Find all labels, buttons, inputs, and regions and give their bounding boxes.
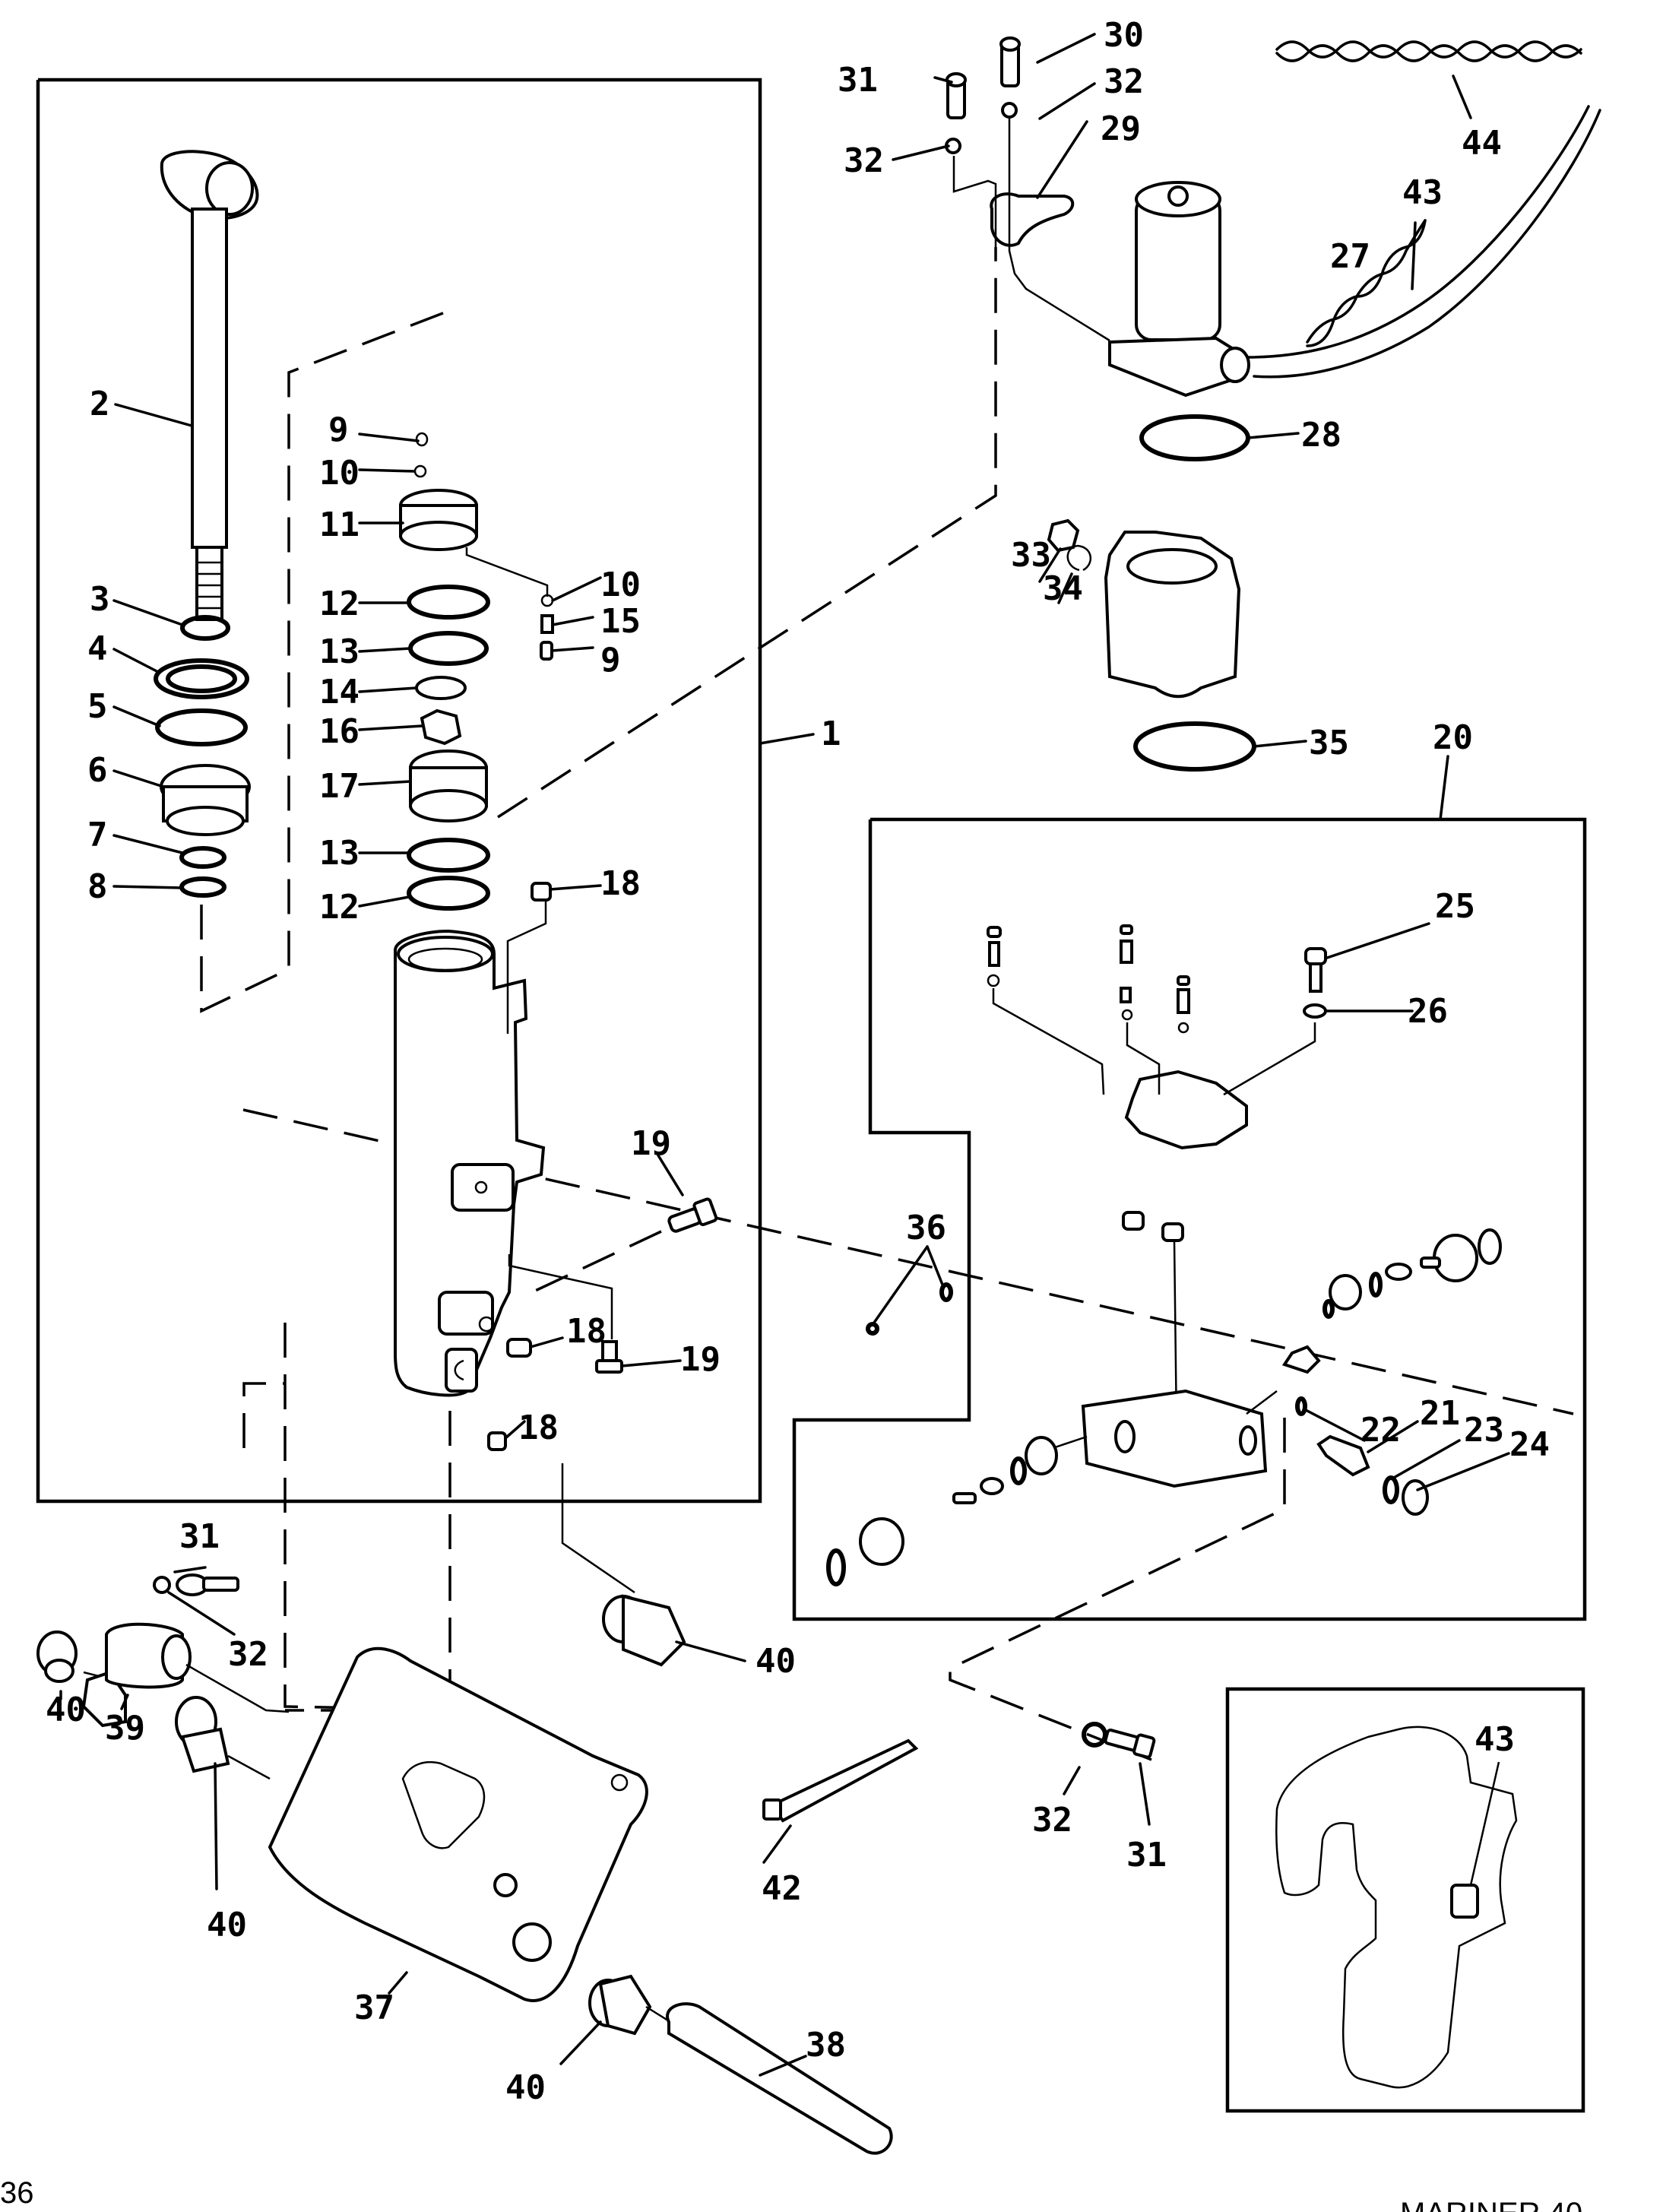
- callout-24: 24: [1509, 1425, 1550, 1464]
- callout-11: 11: [319, 505, 360, 544]
- callout-16: 16: [319, 712, 360, 751]
- callout-5: 5: [87, 687, 108, 726]
- valve-body-group-box: 20: [792, 718, 1587, 1621]
- callout-18-lower: 18: [518, 1409, 559, 1447]
- swivel-bracket-outline: [1275, 1726, 1518, 2089]
- motor-bracket-hardware: [892, 33, 1110, 342]
- callout-28: 28: [1301, 416, 1341, 455]
- callout-34: 34: [1043, 569, 1083, 608]
- callout-32-valve: 32: [1032, 1801, 1072, 1840]
- callout-40-right: 40: [755, 1642, 796, 1681]
- callout-32-top: 32: [1104, 62, 1144, 101]
- callout-7: 7: [87, 816, 108, 854]
- callout-39: 39: [105, 1709, 145, 1748]
- callout-3: 3: [90, 580, 110, 619]
- callout-44: 44: [1462, 124, 1502, 163]
- callout-30: 30: [1104, 16, 1144, 55]
- callout-14: 14: [319, 673, 360, 711]
- callout-43-wire: 43: [1402, 173, 1443, 212]
- screws-18-19: [487, 882, 953, 1451]
- callout-23: 23: [1464, 1411, 1504, 1450]
- callout-8: 8: [87, 867, 108, 906]
- callout-43-inset: 43: [1475, 1720, 1515, 1759]
- callout-27: 27: [1330, 237, 1370, 276]
- left-column-parts: [112, 599, 251, 898]
- swivel-bracket-part: [268, 1646, 648, 2002]
- callout-10: 10: [319, 454, 360, 493]
- trim-cylinder-group-box: 1: [36, 78, 841, 1504]
- model-caption: MARINER 40: [1400, 2197, 1582, 2212]
- callout-13-lower: 13: [319, 834, 360, 873]
- callout-20: 20: [1433, 718, 1473, 757]
- callout-25: 25: [1435, 887, 1475, 926]
- callout-19-lower: 19: [680, 1340, 721, 1379]
- pump-housing-part: [1038, 414, 1307, 772]
- callout-1: 1: [821, 715, 841, 753]
- pump-motor-part: [1108, 105, 1601, 398]
- callout-2: 2: [90, 385, 110, 423]
- callout-18: 18: [600, 864, 641, 903]
- wire-44: [1275, 40, 1582, 59]
- callout-29: 29: [1101, 109, 1141, 148]
- callout-26: 26: [1408, 992, 1448, 1031]
- callout-37: 37: [354, 1989, 394, 2027]
- callout-19: 19: [631, 1124, 671, 1163]
- callout-labels: 2 3 4 5 6 7 8 9 10 11 12 13 14 16 17 13 …: [46, 16, 1550, 2107]
- callout-33: 33: [1011, 536, 1051, 575]
- page-number: 36: [0, 2176, 34, 2210]
- callout-31-top: 31: [838, 61, 878, 100]
- callout-42: 42: [762, 1869, 802, 1908]
- callout-31-lower: 31: [179, 1517, 220, 1556]
- valve-spool-parts: [826, 1228, 1510, 1586]
- callout-10-right: 10: [600, 566, 641, 604]
- callout-4: 4: [87, 629, 108, 668]
- callout-18-mid: 18: [566, 1312, 607, 1351]
- trim-rod-part: [114, 150, 259, 621]
- trim-cylinder-part: [394, 929, 546, 1397]
- callout-9: 9: [328, 410, 349, 449]
- callout-36: 36: [906, 1209, 946, 1247]
- callout-35: 35: [1309, 724, 1349, 762]
- center-column-parts: [358, 432, 602, 911]
- decal-icon: [1450, 1884, 1479, 1919]
- callout-17: 17: [319, 767, 360, 806]
- callout-12: 12: [319, 585, 360, 623]
- twisted-wires: [1275, 40, 1582, 347]
- callout-13: 13: [319, 632, 360, 671]
- cable-tie-and-screw: [762, 1722, 1156, 1864]
- callout-31-valve: 31: [1126, 1836, 1167, 1874]
- callout-40-bottom: 40: [505, 2068, 546, 2107]
- callout-40-mid: 40: [207, 1906, 247, 1944]
- callout-40-left: 40: [46, 1691, 86, 1729]
- callout-32-left: 32: [844, 141, 884, 180]
- callout-6: 6: [87, 751, 108, 790]
- callout-38: 38: [806, 2026, 846, 2065]
- bushings-pins: [36, 1463, 893, 2155]
- callout-9-right: 9: [600, 641, 621, 680]
- callout-32-lower: 32: [228, 1635, 268, 1674]
- callout-12-lower: 12: [319, 888, 360, 927]
- valve-body-part: [987, 922, 1430, 1488]
- callout-21: 21: [1420, 1394, 1460, 1433]
- callout-15: 15: [600, 602, 641, 641]
- callout-22: 22: [1360, 1411, 1401, 1450]
- decal-location-inset: 43: [1225, 1687, 1585, 2113]
